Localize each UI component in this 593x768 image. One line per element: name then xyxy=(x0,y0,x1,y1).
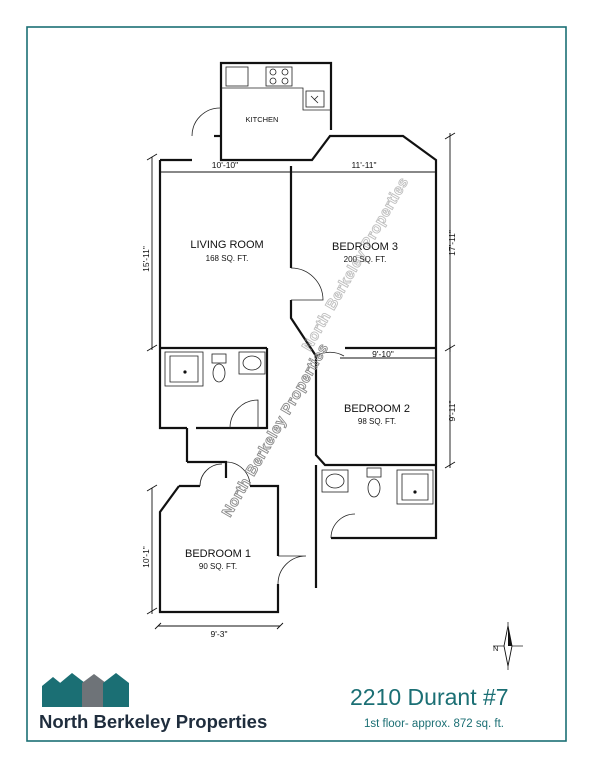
north-compass-icon: N xyxy=(493,622,523,670)
bedroom-1-label: BEDROOM 1 xyxy=(185,548,251,560)
living-room-area: 168 SQ. FT. xyxy=(206,254,249,263)
bathroom-1-fixtures xyxy=(164,351,266,387)
bedroom-3-label: BEDROOM 3 xyxy=(332,241,398,253)
bedroom-2-area: 98 SQ. FT. xyxy=(358,417,396,426)
living-room-label: LIVING ROOM xyxy=(190,239,263,251)
bedroom-1-area: 90 SQ. FT. xyxy=(199,562,237,571)
bedroom-3-area: 200 SQ. FT. xyxy=(344,255,387,264)
doors xyxy=(199,267,356,585)
walls xyxy=(158,134,438,614)
bed3-height-dim: 17'-11" xyxy=(447,230,457,256)
kitchen-label: KITCHEN xyxy=(246,115,279,124)
bed1-width-dim: 9'-3" xyxy=(211,629,228,639)
bed2-width-dim: 9'-10" xyxy=(372,349,394,359)
watermark-text-2: North Berkeley Properties xyxy=(299,174,413,354)
listing-address: 2210 Durant #7 xyxy=(350,684,509,710)
bed1-height-dim: 10'-1" xyxy=(141,546,151,568)
bed2-height-dim: 9'-11" xyxy=(447,400,457,421)
bathroom-2-fixtures xyxy=(321,467,434,505)
living-width-dim: 10'-10" xyxy=(212,160,238,170)
brand-logo xyxy=(42,673,129,707)
listing-details: 1st floor- approx. 872 sq. ft. xyxy=(364,718,504,730)
page-border xyxy=(26,26,567,742)
kitchen: KITCHEN xyxy=(191,61,333,138)
dimension-lines: 10'-10" 11'-11" 15'-11" 17'-11" 9'-10" 9… xyxy=(141,132,457,639)
brand-name: North Berkeley Properties xyxy=(39,711,267,732)
bedroom-2-label: BEDROOM 2 xyxy=(344,403,410,415)
compass-north-label: N xyxy=(493,644,498,653)
living-height-dim: 15'-11" xyxy=(141,246,151,272)
bed3-width-dim: 11'-11" xyxy=(351,160,376,170)
